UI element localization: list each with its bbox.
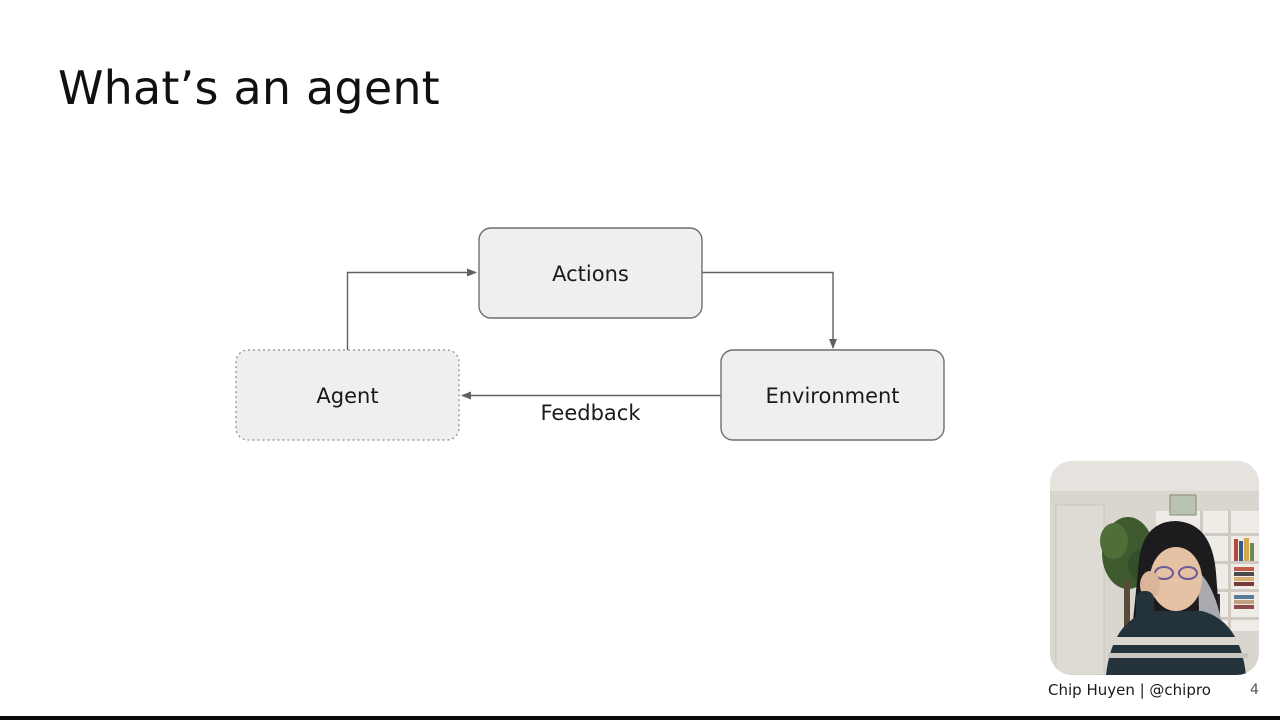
node-agent: Agent — [235, 349, 460, 441]
edge-actions-to-environment — [702, 271, 837, 349]
bottom-bar — [0, 716, 1280, 720]
presenter-video-scene — [1050, 461, 1259, 675]
node-environment: Environment — [720, 349, 945, 441]
node-actions: Actions — [478, 227, 703, 319]
edge-agent-to-actions — [346, 268, 477, 350]
node-actions-label: Actions — [552, 262, 629, 286]
presenter-credit: Chip Huyen | @chipro — [1048, 681, 1211, 699]
node-agent-label: Agent — [316, 384, 378, 408]
presenter-video-icon — [1050, 461, 1259, 675]
slide-title: What’s an agent — [58, 61, 440, 115]
node-environment-label: Environment — [765, 384, 899, 408]
edge-feedback-label: Feedback — [540, 401, 641, 425]
page-number: 4 — [1250, 682, 1259, 698]
